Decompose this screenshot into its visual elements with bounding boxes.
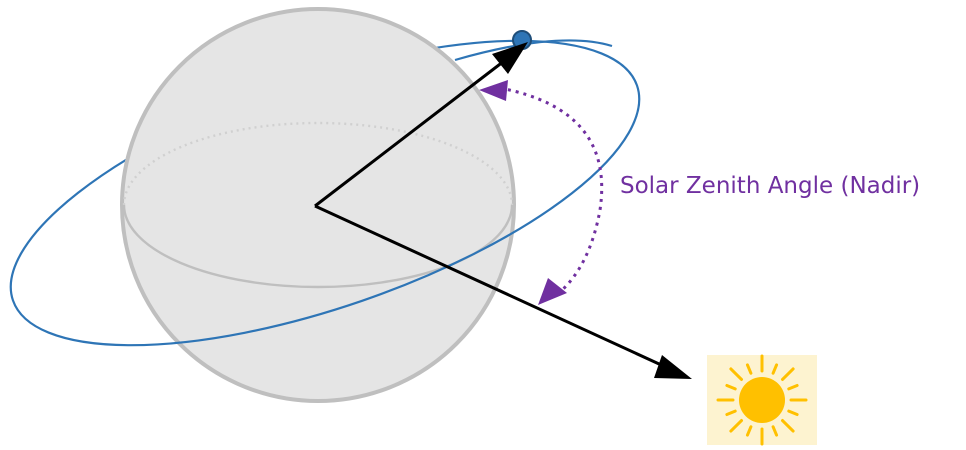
angle-label: Solar Zenith Angle (Nadir) — [620, 173, 920, 199]
equator-front — [122, 204, 514, 289]
sun-ray — [787, 409, 799, 417]
sun-icon — [707, 354, 817, 446]
sun-ray — [771, 363, 779, 375]
satellite-vector — [314, 42, 528, 208]
sun-ray — [745, 363, 753, 375]
sun-ray — [725, 383, 737, 391]
sun-ray — [781, 367, 795, 381]
sun-ray — [787, 383, 799, 391]
sun-ray — [725, 409, 737, 417]
sun-ray — [781, 419, 795, 433]
sun-ray — [771, 425, 779, 437]
sun-vector — [314, 204, 692, 379]
orbit-top-right — [454, 39, 613, 62]
sun-ray — [729, 419, 743, 433]
orbit-front — [9, 209, 641, 347]
zenith-angle-arc — [479, 80, 604, 305]
sun-ray — [745, 425, 753, 437]
sun-ray — [729, 367, 743, 381]
